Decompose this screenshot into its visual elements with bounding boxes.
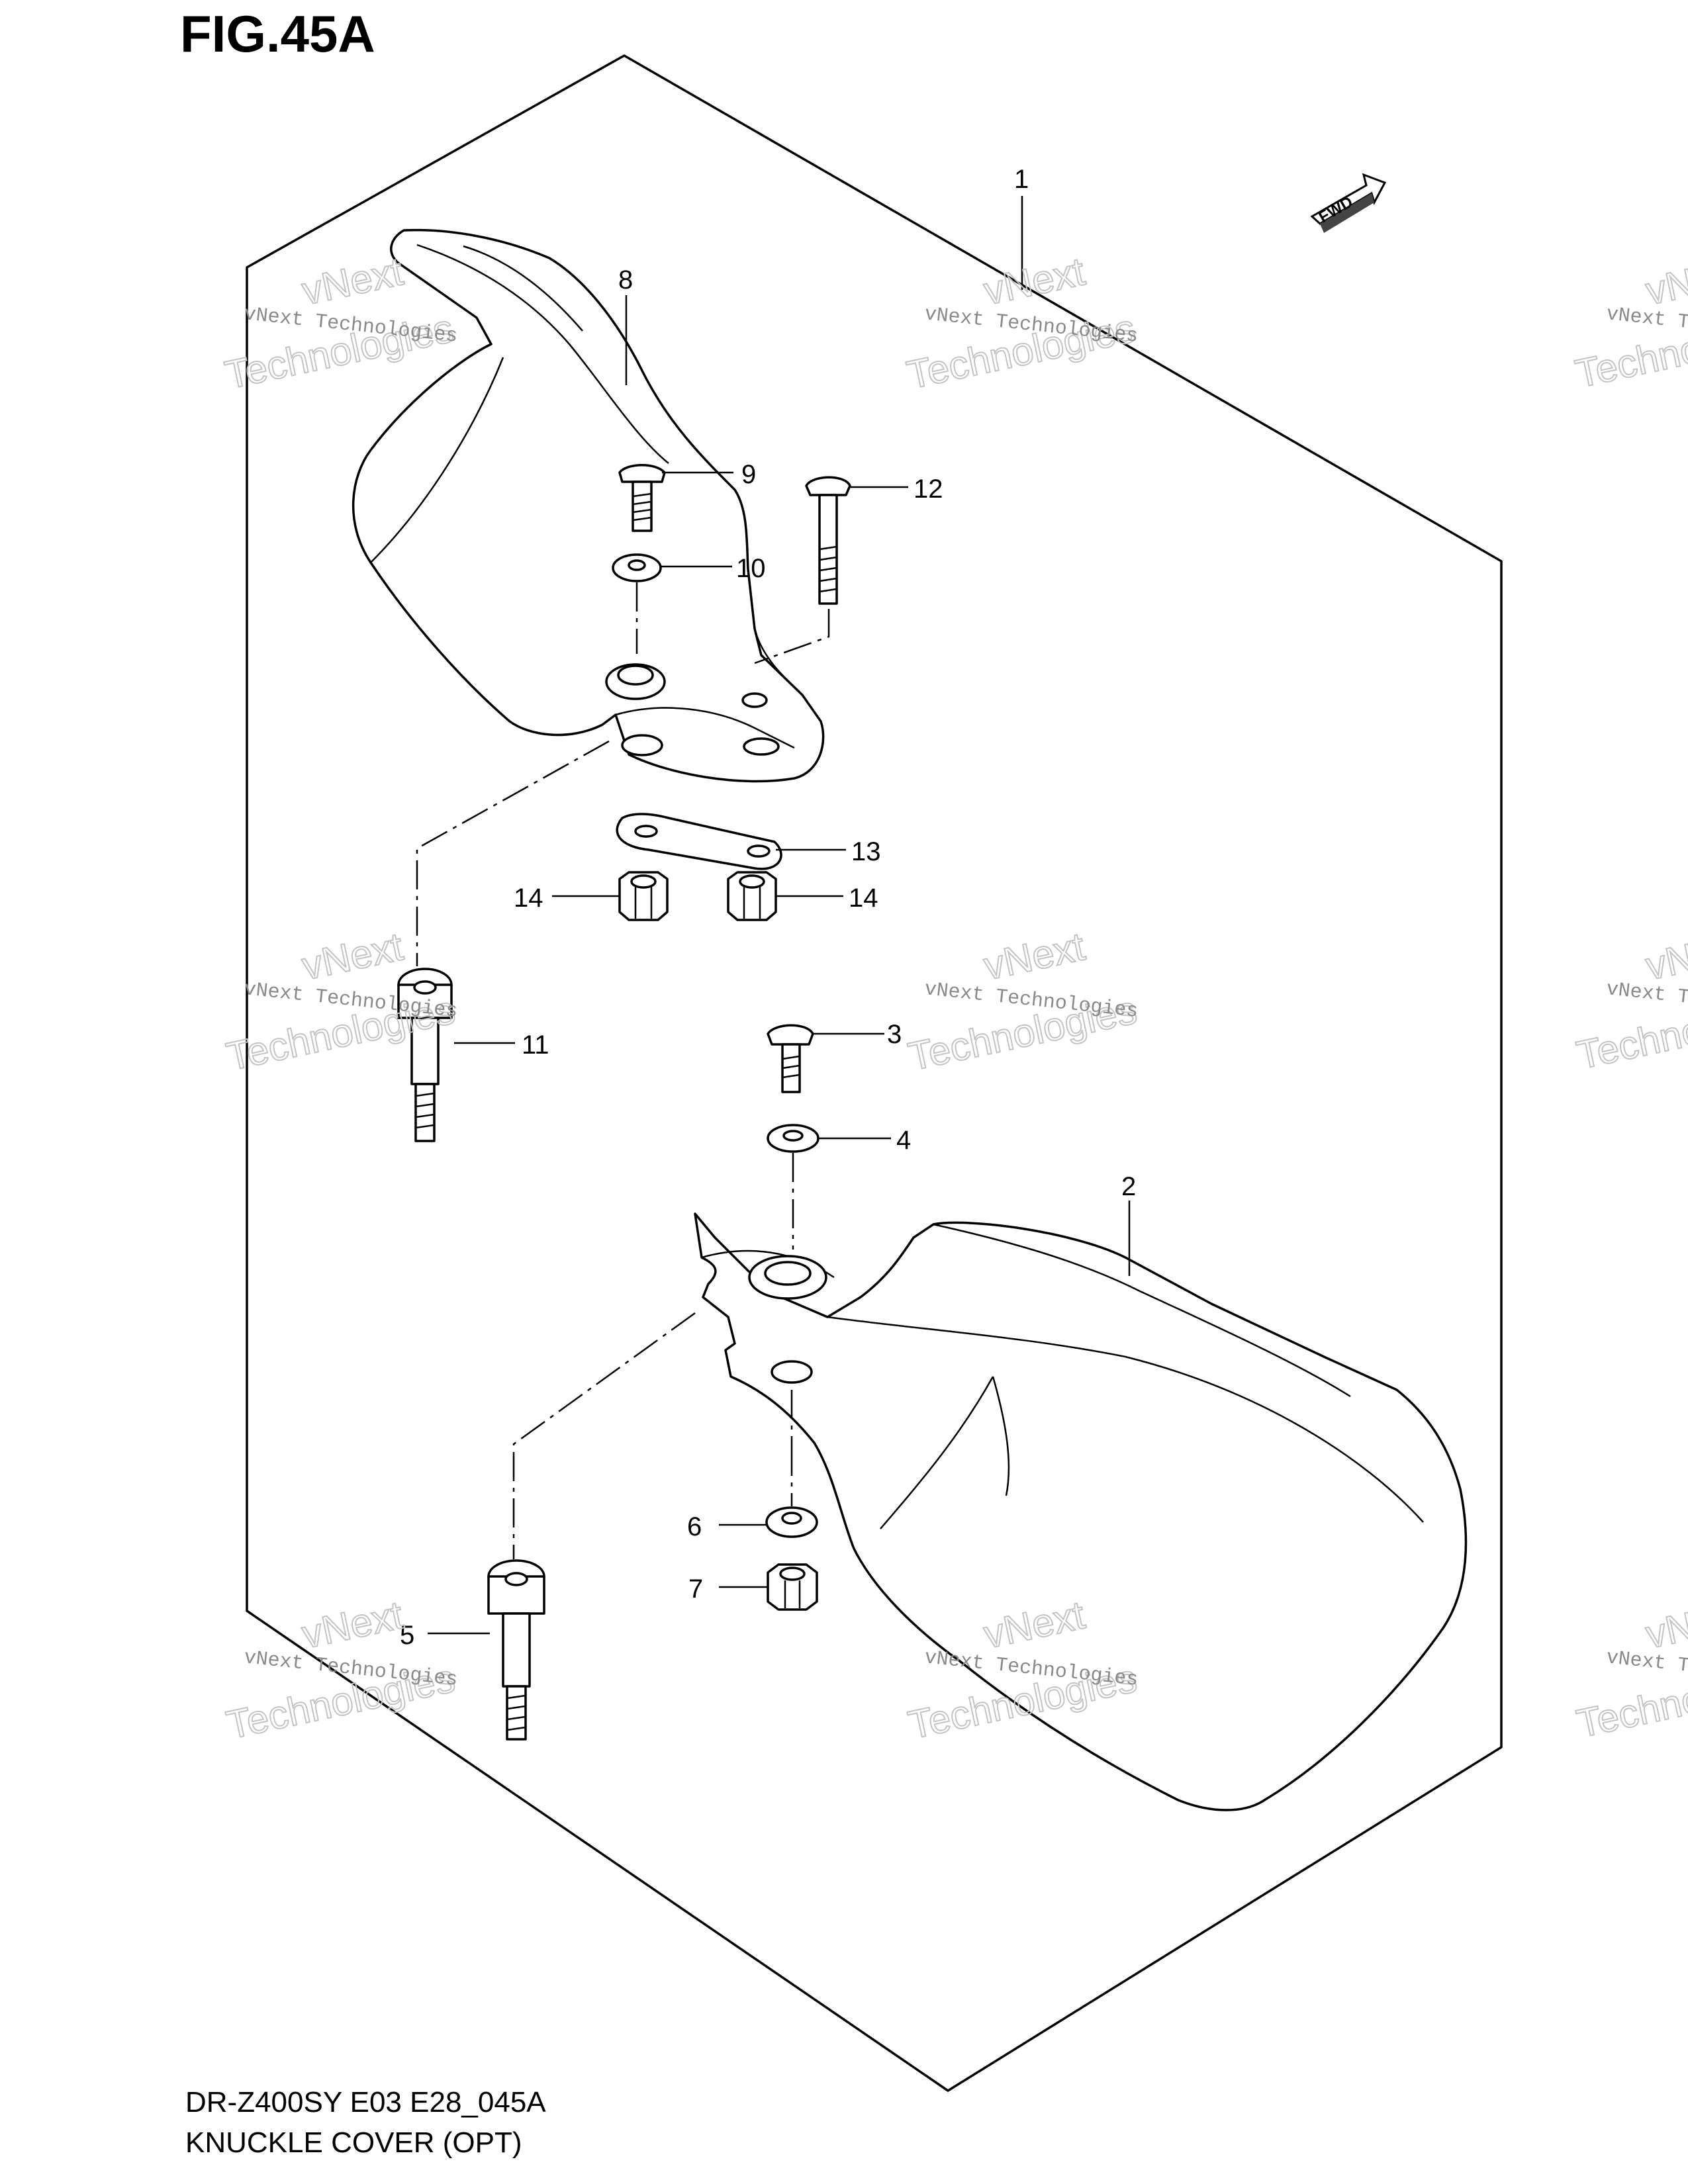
- assembly-boundary: [246, 54, 1503, 2092]
- callout-13: 13: [851, 837, 881, 866]
- knuckle-cover-left-lower: [694, 1212, 1468, 1811]
- section-name: KNUCKLE COVER (OPT): [185, 2126, 522, 2159]
- callout-8: 8: [618, 265, 633, 295]
- figure-title: FIG.45A: [180, 5, 375, 63]
- bolt-5: [487, 1559, 545, 1741]
- callout-10: 10: [736, 554, 766, 583]
- screw-9: [618, 464, 666, 532]
- washer-6: [765, 1506, 818, 1538]
- svg-text:vNext: vNext: [298, 249, 406, 313]
- nut-14-right: [727, 871, 777, 921]
- callout-7: 7: [688, 1574, 703, 1604]
- callout-9: 9: [741, 460, 756, 489]
- callout-12: 12: [914, 475, 943, 504]
- svg-text:vNext: vNext: [980, 924, 1088, 988]
- svg-text:vNext: vNext: [1642, 249, 1688, 313]
- washer-4: [767, 1124, 820, 1153]
- screw-12: [805, 476, 851, 605]
- nut-7: [767, 1563, 818, 1611]
- callout-6: 6: [687, 1512, 702, 1541]
- svg-text:vNext: vNext: [980, 249, 1088, 313]
- svg-text:vNext: vNext: [298, 924, 406, 988]
- leader-lines: [428, 196, 1131, 1635]
- callout-2: 2: [1121, 1172, 1136, 1201]
- fwd-arrow-icon: FWD: [1310, 173, 1387, 233]
- callout-4: 4: [896, 1126, 911, 1155]
- callout-14-right: 14: [849, 884, 878, 913]
- assembly-lines: [416, 582, 830, 1559]
- nut-14-left: [618, 871, 669, 921]
- knuckle-cover-right-upper: [352, 228, 825, 783]
- washer-10: [612, 553, 662, 582]
- callout-labels: 1 8 9 12 10 13 14 14 11 3 4 2 6 7 5: [400, 165, 1136, 1650]
- svg-text:vNext: vNext: [1642, 1592, 1688, 1657]
- callout-14-left: 14: [514, 884, 543, 913]
- model-code: DR-Z400SY E03 E28_045A: [185, 2086, 546, 2118]
- plate-13: [616, 813, 782, 870]
- callout-5: 5: [400, 1621, 414, 1650]
- callout-3: 3: [887, 1020, 902, 1049]
- svg-text:vNext: vNext: [1642, 924, 1688, 988]
- screw-3: [767, 1024, 814, 1093]
- bolt-11: [397, 968, 453, 1142]
- callout-1: 1: [1014, 165, 1029, 194]
- svg-text:vNext: vNext: [298, 1592, 406, 1657]
- callout-11: 11: [522, 1030, 549, 1060]
